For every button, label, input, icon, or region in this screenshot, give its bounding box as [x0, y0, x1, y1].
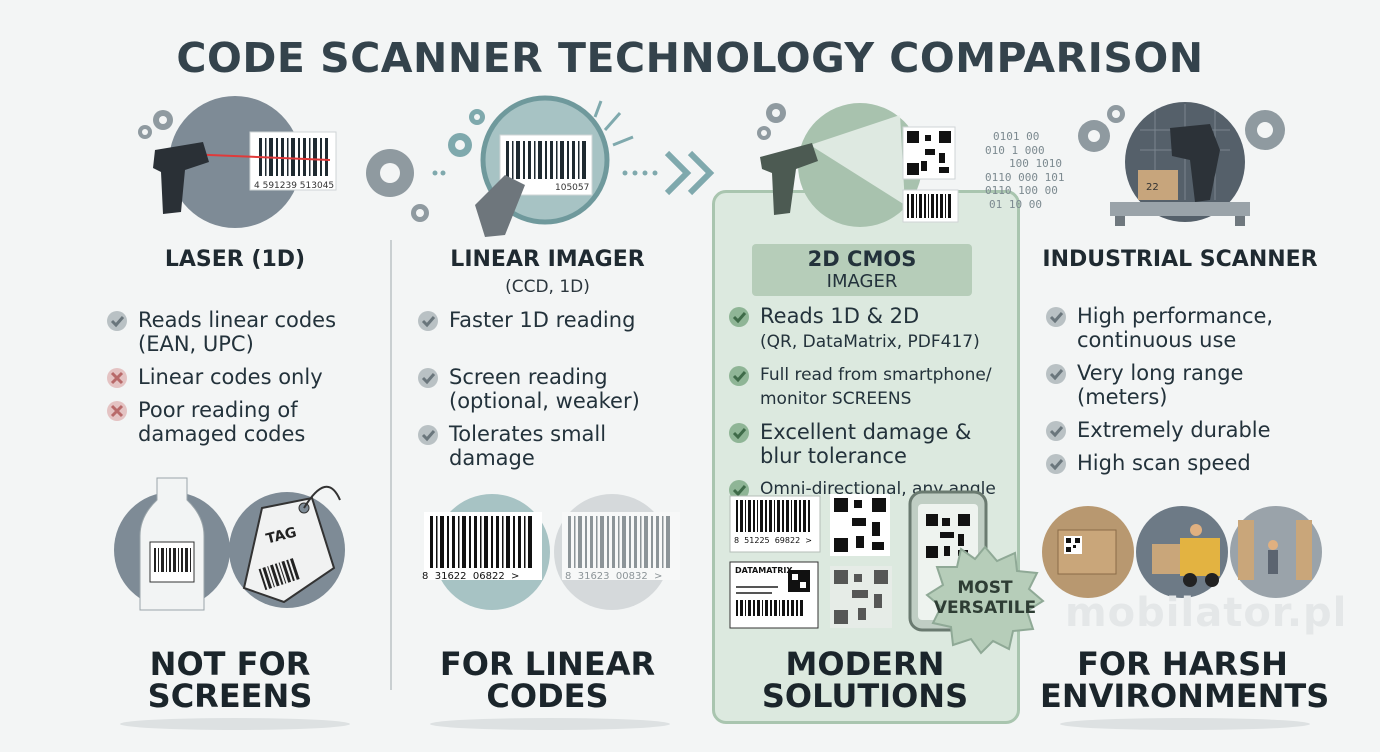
- check-icon: [1046, 364, 1066, 384]
- laser-feature-list: Reads linear codes (EAN, UPC) Linear cod…: [106, 308, 366, 455]
- column-title: LASER (1D): [164, 247, 306, 272]
- cmos-verdict: MODERN SOLUTIONS: [761, 645, 969, 715]
- industrial-scanner-illustration: 22: [1078, 102, 1285, 226]
- linear-imager-verdict: FOR LINEAR CODES: [439, 645, 656, 715]
- sample-barcode-number: 8 51225 69822 >: [734, 536, 812, 545]
- check-icon: [1046, 307, 1066, 327]
- list-item: High scan speed: [1045, 451, 1315, 475]
- page-title: CODE SCANNER TECHNOLOGY COMPARISON: [176, 34, 1204, 82]
- industrial-verdict: FOR HARSH ENVIRONMENTS: [1040, 645, 1330, 715]
- list-item: Reads 1D & 2D(QR, DataMatrix, PDF417): [728, 304, 1008, 354]
- binary-data-stream: 0101 00 010 1 000 100 1010 0110 000 101 …: [985, 130, 1065, 211]
- check-icon: [418, 425, 438, 445]
- gear-icon: [366, 149, 429, 222]
- check-icon: [729, 480, 749, 500]
- sample-barcode-number: 8 31623 00832 >: [565, 571, 663, 582]
- datamatrix-label: DATAMATRIX: [735, 566, 793, 575]
- check-icon: [107, 311, 127, 331]
- cmos-column-title: 2D CMOS IMAGER: [752, 244, 972, 296]
- watermark: mobilator.pl: [1065, 590, 1348, 636]
- list-item: Reads linear codes (EAN, UPC): [106, 308, 366, 356]
- industrial-feature-list: High performance, continuous use Very lo…: [1045, 304, 1315, 484]
- check-icon: [1046, 454, 1066, 474]
- check-icon: [729, 307, 749, 327]
- laser-hero-barcode-number: 4 591239 513045: [254, 181, 335, 191]
- column-divider: [390, 240, 392, 690]
- cross-icon: [107, 401, 127, 421]
- laser-column: LASER (1D): [100, 100, 370, 740]
- industrial-column: INDUSTRIAL SCANNER: [1040, 100, 1320, 740]
- sample-barcode-number: 8 31622 06822 >: [422, 571, 520, 582]
- linear-imager-feature-list: Faster 1D reading Screen reading (option…: [417, 308, 677, 479]
- list-item: Screen reading (optional, weaker): [417, 365, 677, 413]
- milk-bottle-and-tag-illustration: [114, 477, 345, 611]
- laser-verdict: NOT FOR SCREENS: [147, 645, 313, 715]
- gear-icon: [138, 110, 173, 139]
- list-item: Faster 1D reading: [417, 308, 677, 332]
- check-icon: [729, 423, 749, 443]
- sample-linear-barcodes-illustration: [424, 494, 680, 610]
- list-item: Excellent damage & blur tolerance: [728, 420, 1008, 468]
- cmos-scanner-illustration: [757, 103, 959, 227]
- cmos-feature-list: Reads 1D & 2D(QR, DataMatrix, PDF417) Fu…: [728, 304, 1008, 510]
- column-title: INDUSTRIAL SCANNER: [1042, 247, 1318, 272]
- list-item: Tolerates small damage: [417, 422, 677, 470]
- check-icon: [729, 366, 749, 386]
- list-item: Very long range (meters): [1045, 361, 1315, 409]
- most-versatile-badge: [925, 545, 1045, 655]
- gear-icon: [448, 109, 485, 157]
- check-icon: [1046, 421, 1066, 441]
- column-subtitle: (CCD, 1D): [505, 277, 590, 297]
- linear-hero-barcode-number: 105057: [555, 183, 590, 193]
- gear-icon: [757, 103, 786, 140]
- svg-text:22: 22: [1146, 182, 1159, 193]
- linear-imager-illustration: [366, 95, 715, 237]
- list-item: Full read from smartphone/ monitor SCREE…: [728, 363, 1008, 411]
- gear-icon: [1078, 105, 1285, 152]
- check-icon: [418, 368, 438, 388]
- laser-scanner-illustration: [138, 96, 337, 228]
- list-item: Linear codes only: [106, 365, 366, 389]
- badge-text: MOST VERSATILE: [933, 578, 1037, 618]
- check-icon: [418, 311, 438, 331]
- column-title: LINEAR IMAGER: [450, 247, 645, 272]
- cross-icon: [107, 368, 127, 388]
- list-item: High performance, continuous use: [1045, 304, 1315, 352]
- list-item: Extremely durable: [1045, 418, 1315, 442]
- list-item: Poor reading of damaged codes: [106, 398, 366, 446]
- linear-imager-column: LINEAR IMAGER (CCD, 1D): [410, 100, 685, 740]
- harsh-environment-photos: [1042, 506, 1322, 598]
